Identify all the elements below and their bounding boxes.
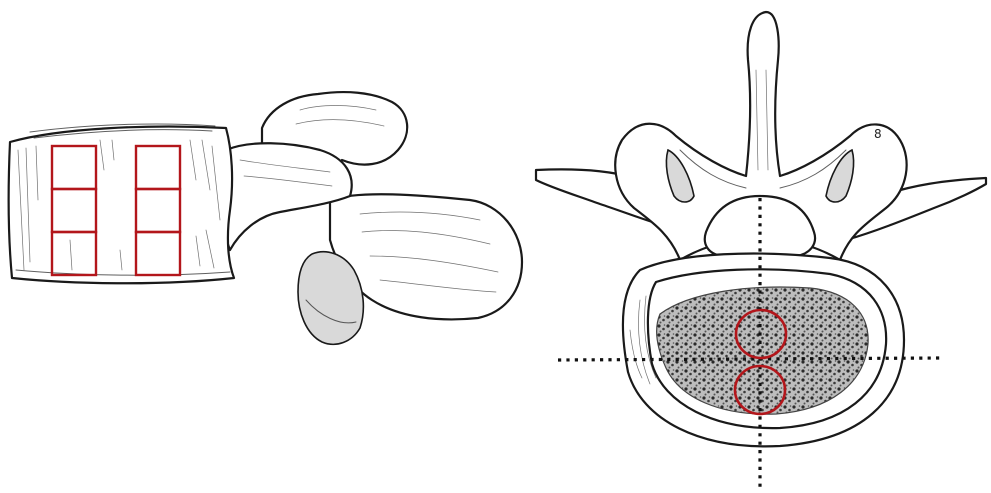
- lateral-vertebral-body: [9, 127, 234, 284]
- lateral-vertebra-view: [9, 92, 522, 344]
- axial-annotation-label: 8: [874, 127, 882, 141]
- axial-vertebra-view: 8: [536, 12, 986, 490]
